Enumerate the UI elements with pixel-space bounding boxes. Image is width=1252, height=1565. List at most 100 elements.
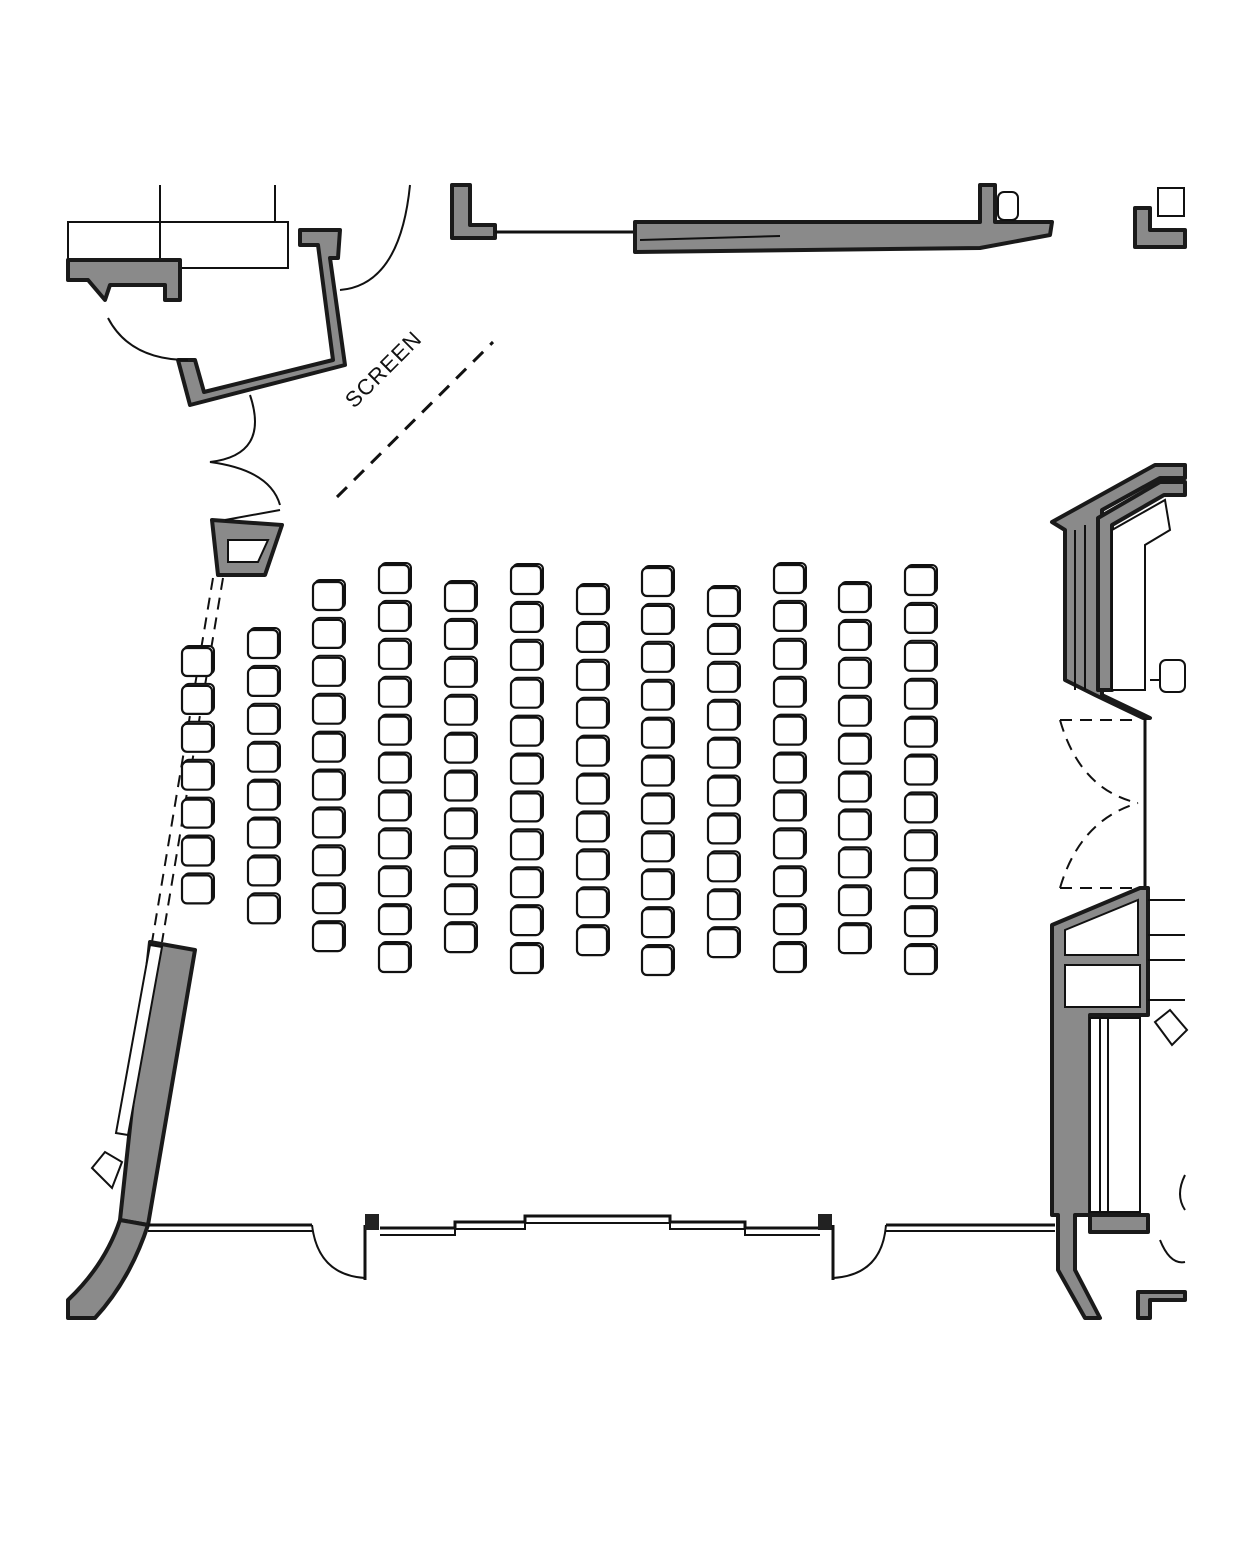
bottom-wall [148,1214,1055,1280]
seat [640,678,675,711]
seat [706,736,741,769]
seat [772,713,807,746]
seat [772,865,807,898]
seat [311,920,346,953]
seat [311,616,346,650]
seat [443,769,478,802]
seat [772,751,807,784]
seat [246,702,281,735]
door-swing-bottom-left [311,1224,366,1279]
seat [180,758,215,791]
seat [311,579,346,612]
seat [772,827,807,860]
seat [903,753,938,786]
door-swing-right [1059,719,1140,889]
seat [311,654,346,687]
seat [246,816,281,849]
seat [640,944,675,977]
seat [706,888,741,921]
seat [575,772,610,805]
seat [640,868,675,901]
seat [640,754,675,787]
seat [903,905,938,938]
seat [509,676,544,709]
seat [575,886,610,919]
seat [640,792,675,825]
seat [640,640,675,673]
seat [509,638,544,671]
seat [311,882,346,915]
seat [837,618,872,652]
seat [377,599,412,633]
seat [640,565,675,598]
seat [509,942,544,975]
seat [443,845,478,878]
right-wall [1050,463,1189,1320]
seat [311,730,346,763]
seat [246,778,281,811]
seat [575,583,610,616]
seat [575,696,610,729]
seat [509,904,544,937]
seat [443,921,478,954]
seat [509,752,544,785]
seat [311,806,346,839]
top-left-room [66,184,411,577]
seat [443,655,478,688]
seat [837,732,872,765]
door-swing-left [107,317,189,361]
seat [180,720,215,753]
seat [706,585,741,618]
seat [706,660,741,693]
seat [903,829,938,862]
seat [509,600,544,634]
fixture [997,191,1019,221]
seat [180,796,215,829]
seat [443,693,478,726]
seat [575,848,610,881]
chair-icon [90,1150,124,1190]
seat [772,599,807,633]
seat [377,903,412,936]
seat [509,828,544,861]
seat [837,694,872,727]
seating-area [180,562,938,977]
seat [706,926,741,959]
seat [443,883,478,916]
seat [640,716,675,749]
seat [772,941,807,974]
seat [246,664,281,698]
seat [509,563,544,596]
seat [837,656,872,689]
seat [509,790,544,823]
seat [575,734,610,767]
seat [575,810,610,843]
seat [246,892,281,925]
seat [837,922,872,955]
seat [903,715,938,748]
door-swing-bottom-right [832,1224,887,1279]
top-left-wall [66,258,182,302]
seat [443,580,478,613]
seat [180,872,215,905]
seat [772,675,807,708]
seat [377,865,412,898]
seat [640,602,675,636]
seat [246,854,281,887]
seat [246,627,281,660]
door-swing-mid [209,394,281,506]
seat [706,622,741,656]
seat [575,658,610,691]
seat [706,812,741,845]
seat [377,637,412,670]
seat [377,941,412,974]
seat [311,844,346,877]
seat [377,827,412,860]
seat [246,740,281,773]
seat [837,808,872,841]
seat [903,639,938,672]
seat [903,601,938,635]
seat [377,751,412,784]
seat [377,675,412,708]
